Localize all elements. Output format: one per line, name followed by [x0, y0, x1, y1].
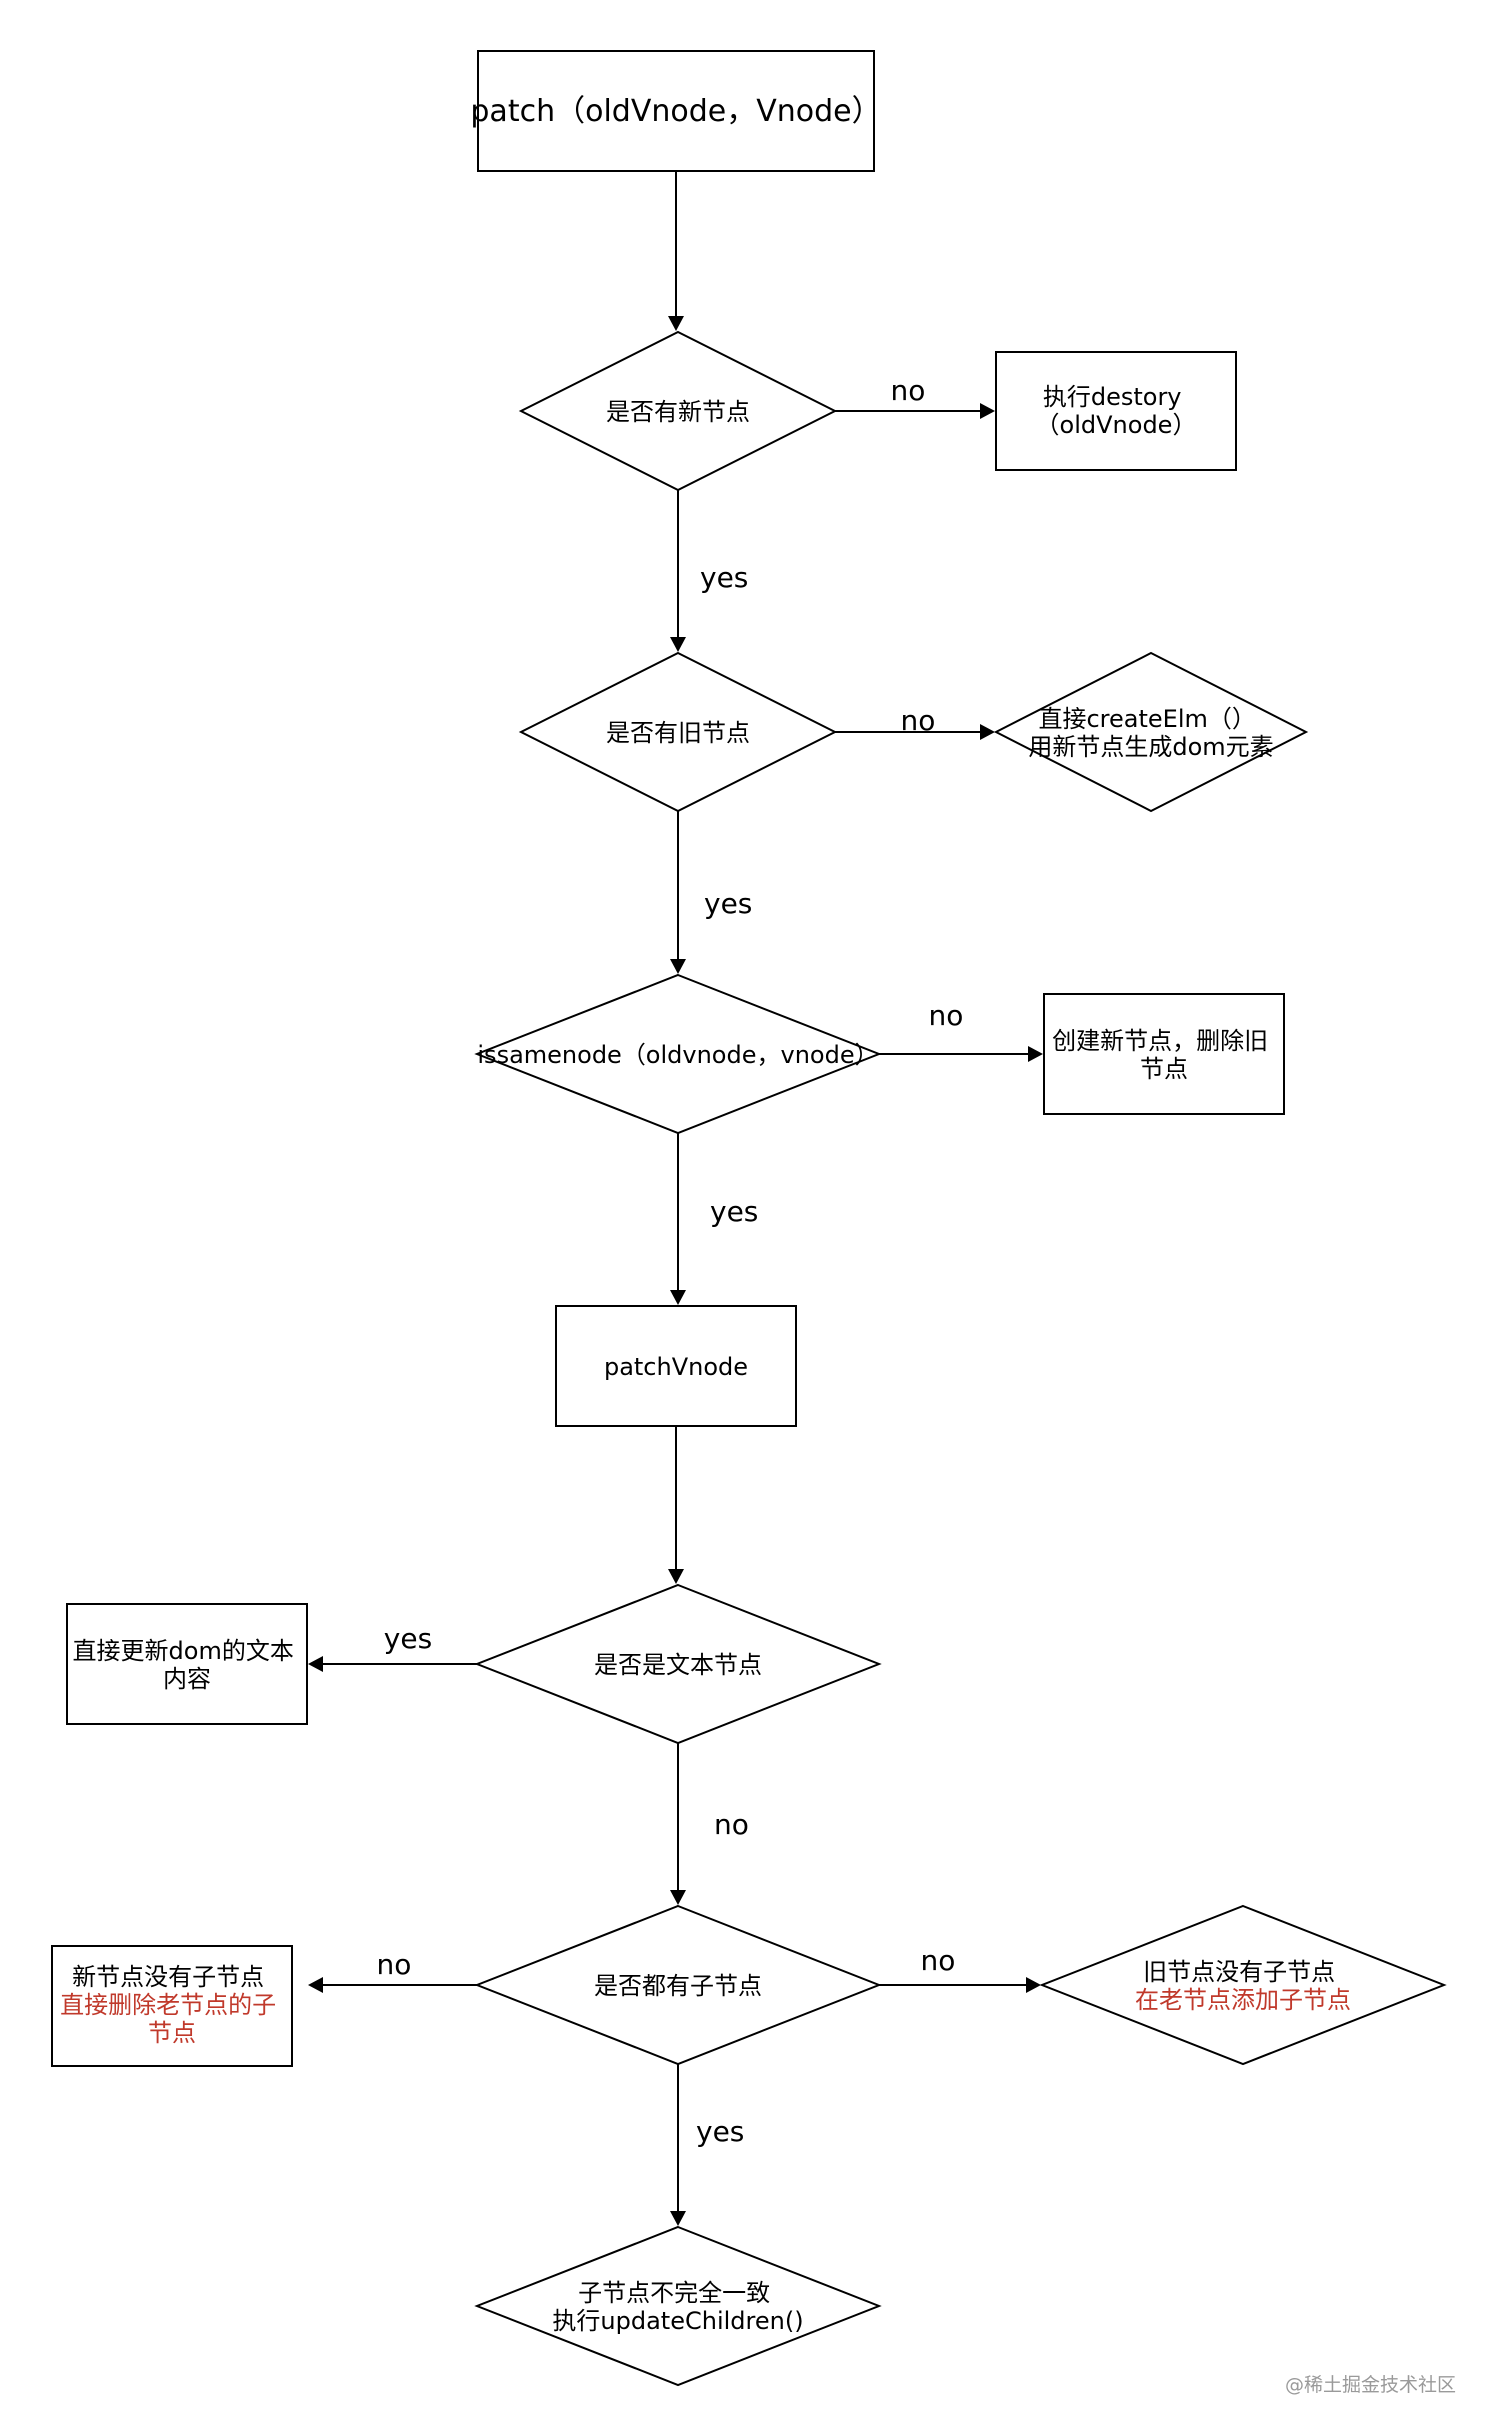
node-decision-has-new: 是否有新节点 [518, 330, 838, 492]
svg-text:创建新节点，删除旧 节点: 创建新节点，删除旧 节点 [1052, 1027, 1276, 1083]
node-create-elm: 直接createElm（） 用新节点生成dom元素 [993, 651, 1309, 813]
node-text-line: 在老节点添加子节点 [1135, 1986, 1351, 2014]
edge-label: yes [710, 1195, 758, 1228]
node-text-line: 是否有新节点 [606, 398, 750, 426]
edge-both-children-no-left: no [308, 1948, 477, 1993]
edge-label: no [891, 374, 926, 407]
edge-both-children-no-right: no [879, 1944, 1041, 1993]
node-create-new-remove-old: 创建新节点，删除旧 节点 [1043, 993, 1285, 1115]
node-text-line: issamenode（oldvnode，vnode） [477, 1041, 878, 1069]
node-patch-start: patch（oldVnode，Vnode） [470, 50, 882, 172]
edge-label: no [377, 1948, 412, 1981]
watermark-text: @稀土掘金技术社区 [1285, 2374, 1456, 2396]
edge-is-text-no: no [670, 1743, 749, 1905]
svg-text:patch（oldVnode，Vnode）: patch（oldVnode，Vnode） [470, 94, 881, 129]
edge-label: no [901, 704, 936, 737]
svg-text:是否都有子节点: 是否都有子节点 [594, 1972, 762, 2000]
node-text-line: 新节点没有子节点 [72, 1963, 264, 1991]
node-text-line: 是否都有子节点 [594, 1972, 762, 2000]
edge-label: no [714, 1808, 749, 1841]
edge-has-new-yes: yes [670, 490, 748, 652]
node-text-line: 是否有旧节点 [606, 719, 750, 747]
edge-same-node-yes: yes [670, 1133, 758, 1305]
edge-same-node-no: no [879, 999, 1043, 1062]
node-decision-both-children: 是否都有子节点 [474, 1904, 882, 2066]
node-text-line: 节点 [1140, 1055, 1188, 1083]
node-destroy: 执行destory （oldVnode） [995, 351, 1237, 471]
svg-text:执行destory （oldVnode）: 执行destory （oldVnode） [1036, 383, 1197, 439]
edge-has-old-yes: yes [670, 811, 752, 974]
node-text-line: （oldVnode） [1036, 411, 1197, 439]
edge-has-new-no: no [835, 374, 995, 419]
svg-text:子节点不完全一致 执行updateChildre: 子节点不完全一致 执行updateChildren() [552, 2279, 803, 2335]
node-text-line: 内容 [163, 1665, 211, 1693]
svg-text:是否有新节点: 是否有新节点 [606, 398, 750, 426]
node-text-line: 用新节点生成dom元素 [1028, 733, 1273, 761]
node-old-no-children: 旧节点没有子节点 在老节点添加子节点 [1039, 1904, 1447, 2066]
node-text-line: 节点 [148, 2019, 196, 2047]
node-text-line: 执行destory [1043, 383, 1182, 411]
svg-text:是否有旧节点: 是否有旧节点 [606, 719, 750, 747]
edge-has-old-no: no [835, 704, 995, 740]
edge-is-text-yes: yes [308, 1622, 477, 1672]
edge-label: no [921, 1944, 956, 1977]
svg-text:新节点没有子节点 直接删除老节点的子: 新节点没有子节点 直接删除老节点的子 节点 [60, 1963, 284, 2047]
svg-text:是否是文本节点: 是否是文本节点 [594, 1651, 762, 1679]
node-update-children: 子节点不完全一致 执行updateChildren() [474, 2225, 882, 2387]
node-text-line: 是否是文本节点 [594, 1651, 762, 1679]
node-text-line: patchVnode [604, 1353, 748, 1381]
edge-label: yes [384, 1622, 432, 1655]
node-text-line: 创建新节点，删除旧 [1052, 1027, 1268, 1055]
node-decision-has-old: 是否有旧节点 [518, 651, 838, 813]
node-update-text: 直接更新dom的文本 内容 [66, 1603, 308, 1725]
node-patch-vnode: patchVnode [555, 1305, 797, 1427]
svg-text:patchVnode: patchVnode [604, 1353, 748, 1381]
node-text-line: 直接删除老节点的子 [60, 1991, 276, 2019]
node-text-line: 旧节点没有子节点 [1143, 1958, 1335, 1986]
svg-text:旧节点没有子节点 在老节点添加子节点: 旧节点没有子节点 在老节点添加子节点 [1135, 1958, 1351, 2014]
node-text-line: 执行updateChildren() [552, 2307, 803, 2335]
edge-label: yes [700, 561, 748, 594]
edge-patch-vnode-to-is-text [668, 1426, 684, 1584]
node-new-no-children: 新节点没有子节点 直接删除老节点的子 节点 [51, 1945, 293, 2067]
node-decision-same-node: issamenode（oldvnode，vnode） [474, 973, 882, 1135]
edge-both-children-yes: yes [670, 2064, 744, 2226]
node-text-line: 直接更新dom的文本 [73, 1637, 294, 1665]
node-text-line: patch（oldVnode，Vnode） [470, 94, 881, 129]
edge-label: no [929, 999, 964, 1032]
svg-text:直接更新dom的文本 内容: 直接更新dom的文本 内容 [73, 1637, 302, 1693]
edge-start-to-has-new [668, 171, 684, 331]
svg-text:直接createElm（） 用新节点生成dom元: 直接createElm（） 用新节点生成dom元素 [1028, 705, 1273, 761]
edge-label: yes [704, 887, 752, 920]
node-decision-is-text: 是否是文本节点 [474, 1583, 882, 1745]
node-text-line: 直接createElm（） [1038, 705, 1255, 733]
svg-text:issamenode（oldvnode，vnode）: issamenode（oldvnode，vnode） [477, 1041, 878, 1069]
edge-label: yes [696, 2115, 744, 2148]
node-text-line: 子节点不完全一致 [578, 2279, 770, 2307]
